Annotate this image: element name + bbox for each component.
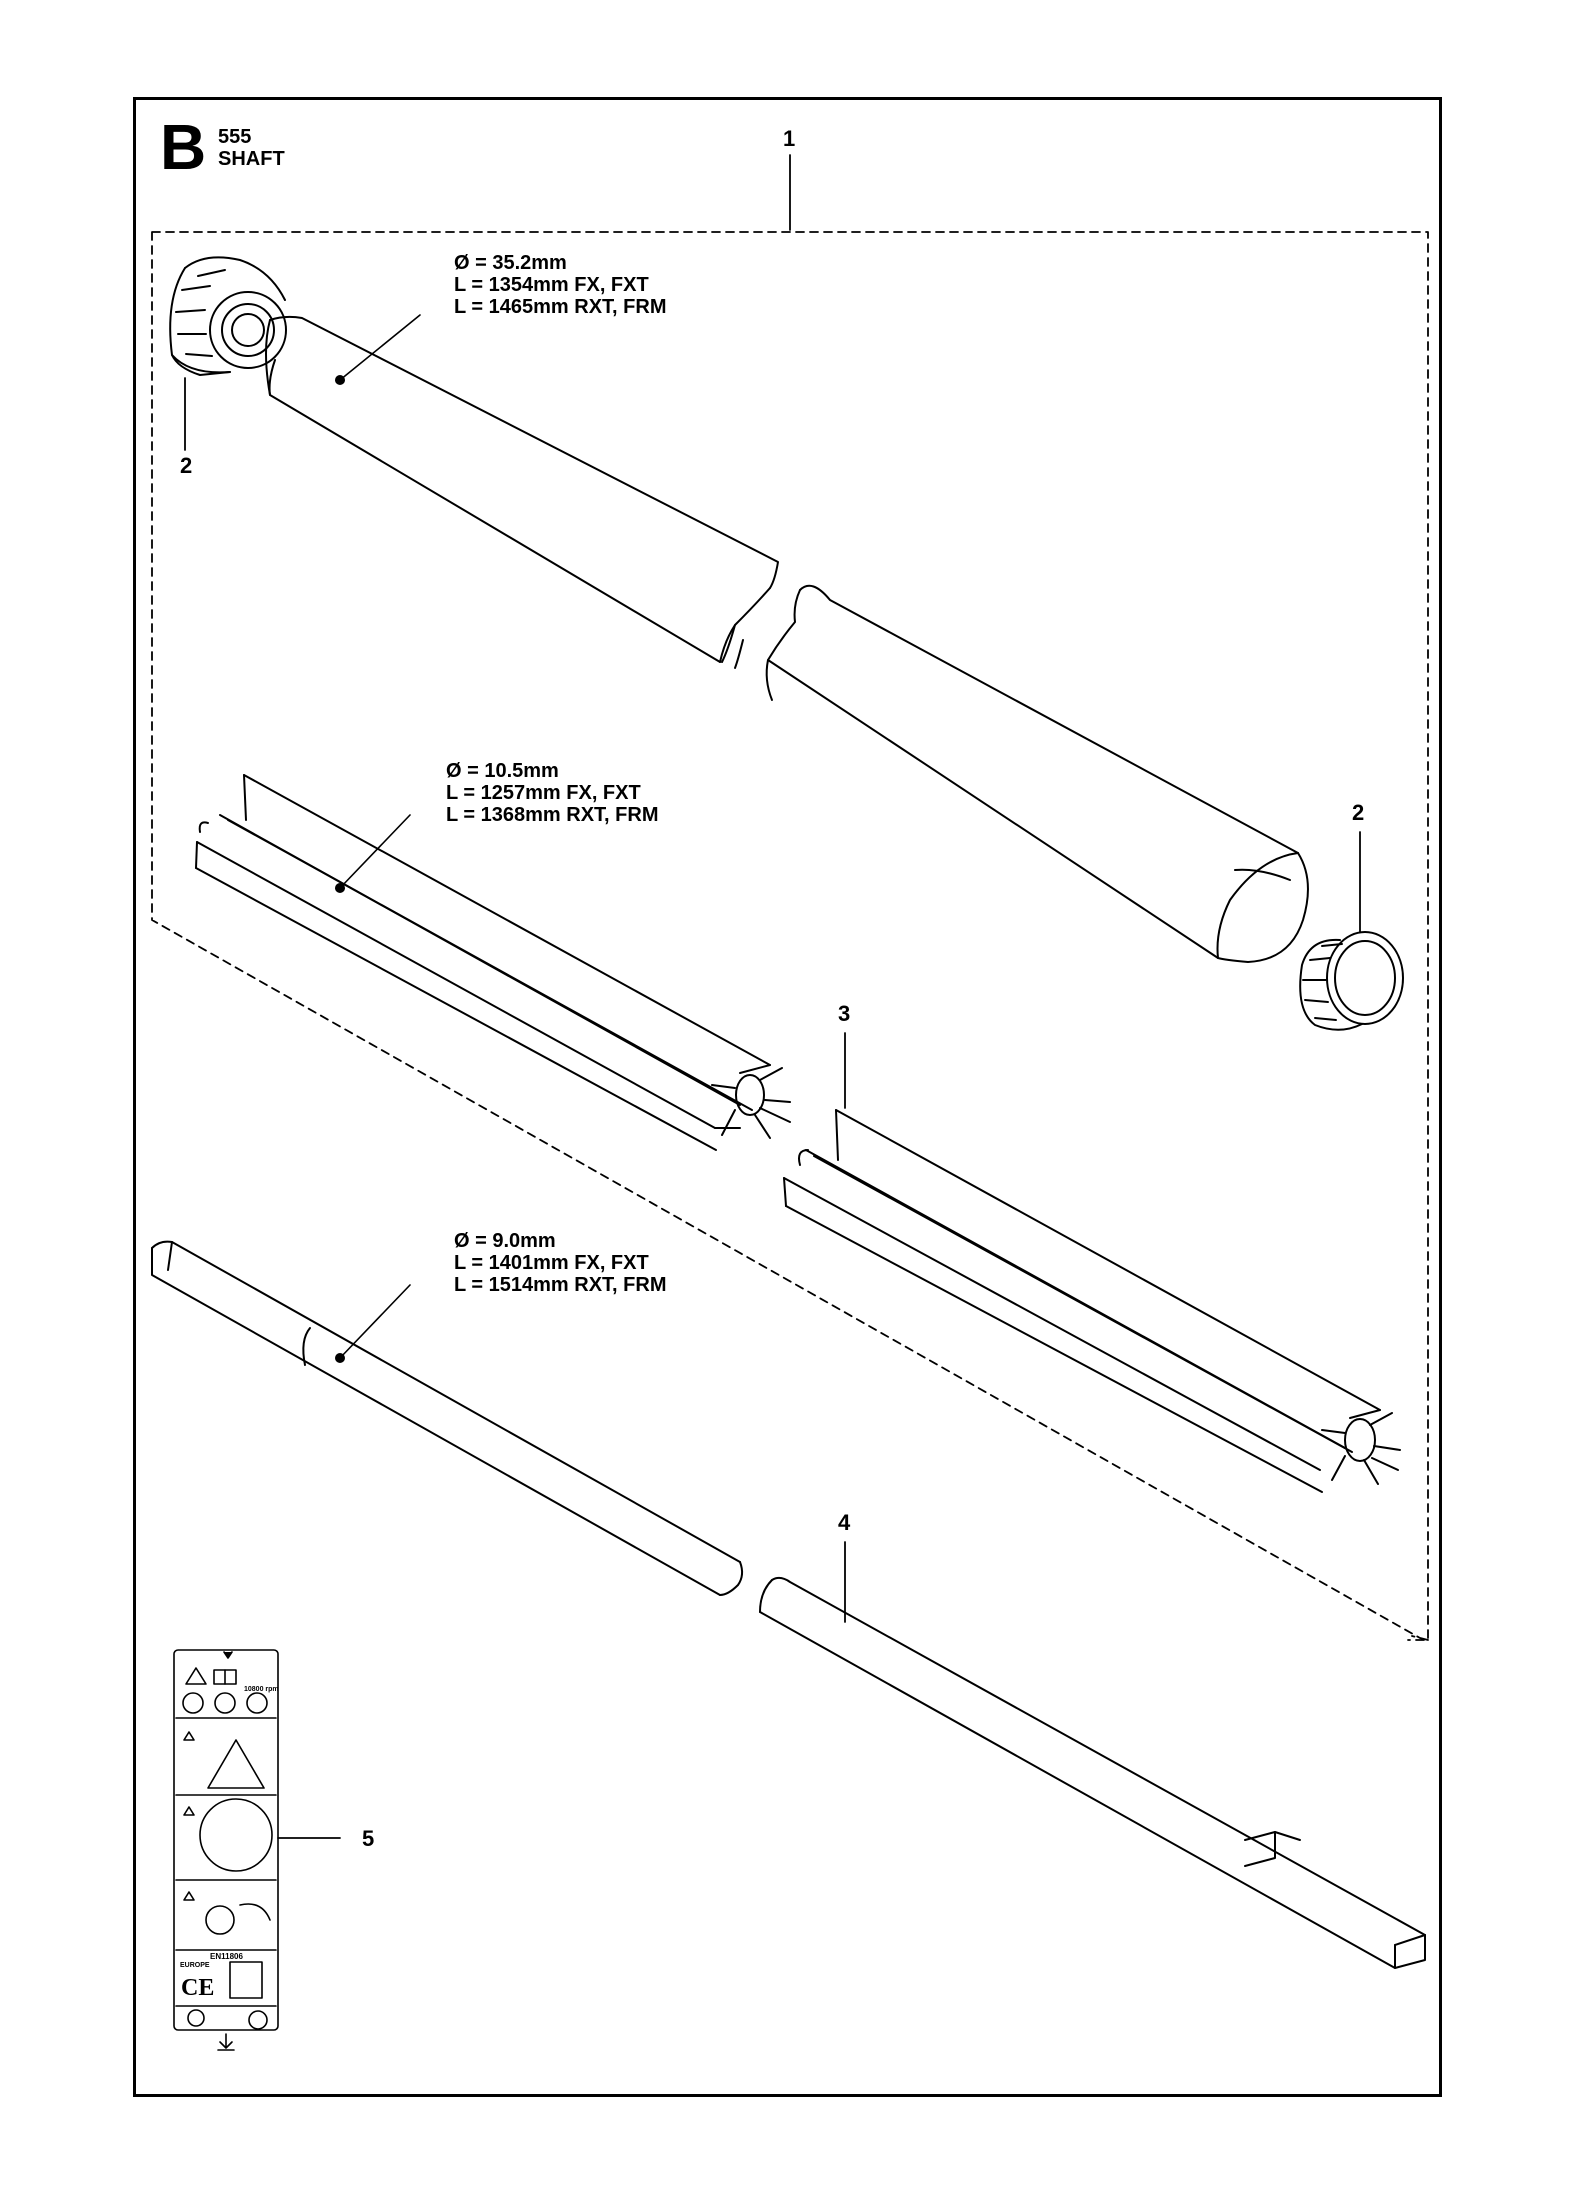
- warning-triangle-icon: [185, 1667, 207, 1685]
- end-cap-top: [169, 256, 287, 376]
- tube-spec-length-rxt: L = 1465mm RXT, FRM: [454, 296, 667, 318]
- page-frame: [133, 97, 1442, 2097]
- decal-standard: EN11806: [210, 1952, 243, 1961]
- liner-upper: [195, 774, 791, 1151]
- liner-lower: [783, 1109, 1401, 1493]
- decal: [173, 1649, 279, 2051]
- liner-spec-diameter: Ø = 10.5mm: [446, 760, 559, 782]
- decal-rpm-text: 10800 rpm: [244, 1686, 279, 1693]
- spec-dot-liner: [335, 883, 345, 893]
- liner-spec-length-rxt: L = 1368mm RXT, FRM: [446, 804, 659, 826]
- drive-shaft-upper: [151, 1240, 744, 1596]
- shaft-spec-length-rxt: L = 1514mm RXT, FRM: [454, 1274, 667, 1296]
- decal-region: EUROPE: [180, 1962, 210, 1969]
- callout-3: 3: [838, 1001, 851, 1026]
- shaft-spec-length-fx: L = 1401mm FX, FXT: [454, 1252, 649, 1274]
- callout-5: 5: [362, 1826, 375, 1851]
- leader-line-liner-spec: [339, 814, 411, 889]
- spec-dot-tube: [335, 375, 345, 385]
- spec-dot-shaft: [335, 1353, 345, 1363]
- callout-2-top: 2: [180, 453, 193, 478]
- section-letter: B: [160, 111, 207, 183]
- drive-shaft-lower: [759, 1576, 1426, 1969]
- shaft-spec-diameter: Ø = 9.0mm: [454, 1230, 556, 1252]
- diagram-title: SHAFT: [218, 148, 285, 170]
- tube-spec: Ø = 35.2mm L = 1354mm FX, FXT L = 1465mm…: [454, 252, 666, 318]
- assembly-boundary: [151, 231, 1429, 1641]
- shaft-spec: Ø = 9.0mm L = 1401mm FX, FXT L = 1514mm …: [454, 1230, 666, 1296]
- callout-1: 1: [783, 126, 796, 151]
- liner-spec: Ø = 10.5mm L = 1257mm FX, FXT L = 1368mm…: [446, 760, 658, 826]
- model-number: 555: [218, 126, 252, 148]
- shaft-tube-upper: [265, 315, 779, 669]
- liner-spec-length-fx: L = 1257mm FX, FXT: [446, 782, 641, 804]
- end-cap-bottom: [1299, 931, 1404, 1031]
- leader-line-shaft-spec: [339, 1284, 411, 1359]
- tube-spec-diameter: Ø = 35.2mm: [454, 252, 567, 274]
- callout-2-bottom: 2: [1352, 800, 1365, 825]
- gost-mark-icon: [248, 2010, 268, 2030]
- tube-spec-length-fx: L = 1354mm FX, FXT: [454, 274, 649, 296]
- callout-4: 4: [838, 1510, 851, 1535]
- shaft-tube-lower: [765, 584, 1309, 963]
- leader-line-tube-spec: [339, 314, 421, 381]
- ce-mark-icon: CE: [181, 1975, 215, 2001]
